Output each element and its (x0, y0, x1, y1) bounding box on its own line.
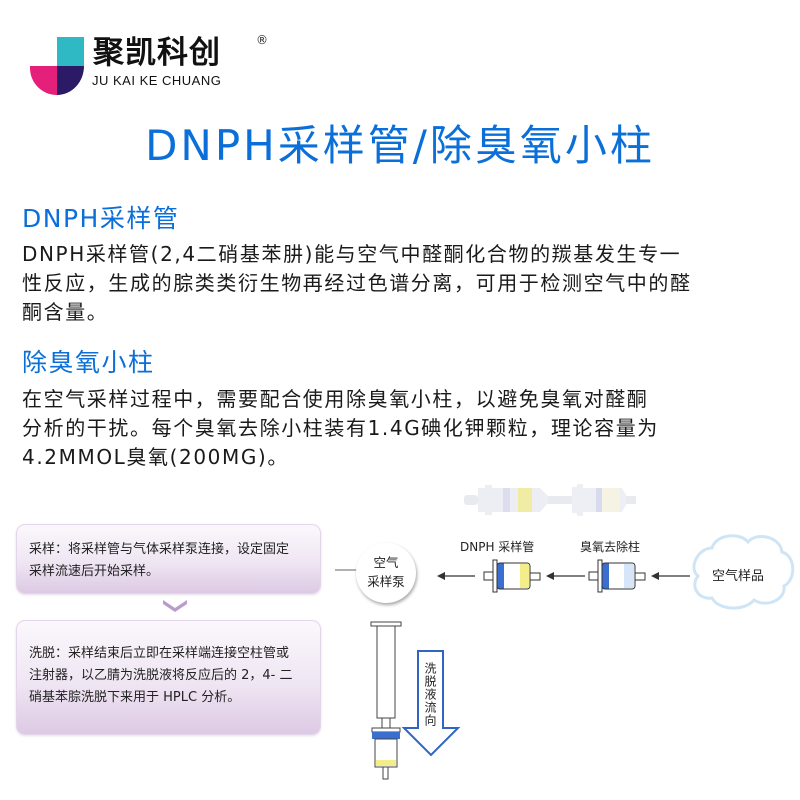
body-line: 性反应，生成的腙类类衍生物再经过色谱分离，可用于检测空气中的醛 (22, 271, 692, 295)
body-line: DNPH采样管(2,4二硝基苯肼)能与空气中醛酮化合物的羰基发生专一 (22, 242, 682, 266)
body-line: 分析的干扰。每个臭氧去除小柱装有1.4G碘化钾颗粒，理论容量为 (22, 416, 659, 440)
ozone-column-label: 臭氧去除柱 (580, 540, 641, 554)
dnph-tube-label: DNPH 采样管 (460, 540, 535, 554)
elution-direction-arrow-icon (401, 650, 461, 757)
logo-name-cn: 聚凯科创 (93, 35, 221, 71)
registered-mark: ® (256, 33, 268, 47)
section-heading-dnph: DNPH采样管 (22, 204, 180, 233)
body-line: 酮含量。 (22, 300, 109, 324)
air-sampling-pump: 空气 采样泵 (356, 543, 416, 603)
step-sampling-box: 采样：将采样管与气体采样泵连接，设定固定 采样流速后开始采样。 (16, 524, 321, 594)
step-line: 采样流速后开始采样。 (29, 564, 160, 579)
step-line: 采样：将采样管与气体采样泵连接，设定固定 (29, 542, 290, 557)
chevron-down-icon (163, 600, 187, 612)
step-line: 洗脱：采样结束后立即在采样端连接空柱管或 (29, 646, 290, 661)
tube-photo-icon (464, 484, 636, 516)
elution-direction-label: 洗脱液流向 (423, 662, 437, 727)
section-body-ozone: 在空气采样过程中，需要配合使用除臭氧小柱，以避免臭氧对醛酮 分析的干扰。每个臭氧… (22, 385, 782, 472)
syringe-icon (370, 621, 402, 780)
logo-name-en: JU KAI KE CHUANG (92, 73, 222, 88)
body-line: 在空气采样过程中，需要配合使用除臭氧小柱，以避免臭氧对醛酮 (22, 387, 649, 411)
pump-label-line2: 采样泵 (367, 574, 405, 589)
section-body-dnph: DNPH采样管(2,4二硝基苯肼)能与空气中醛酮化合物的羰基发生专一 性反应，生… (22, 240, 782, 327)
logo-mark-icon (30, 37, 84, 95)
ozone-column-icon (588, 559, 646, 593)
step-line: 硝基苯腙洗脱下来用于 HPLC 分析。 (29, 690, 241, 705)
step-elution-box: 洗脱：采样结束后立即在采样端连接空柱管或 注射器，以乙腈为洗脱液将反应后的 2，… (16, 620, 321, 735)
dnph-tube-icon (483, 559, 541, 593)
section-heading-ozone: 除臭氧小柱 (22, 348, 155, 377)
pump-label-line1: 空气 (373, 555, 399, 570)
page-title: DNPH采样管/除臭氧小柱 (145, 121, 655, 170)
step-line: 注射器，以乙腈为洗脱液将反应后的 2，4- 二 (29, 668, 293, 683)
body-line: 4.2MMOL臭氧(200MG)。 (22, 445, 289, 469)
air-sample-label: 空气样品 (712, 569, 765, 584)
cloud-icon (692, 534, 795, 610)
